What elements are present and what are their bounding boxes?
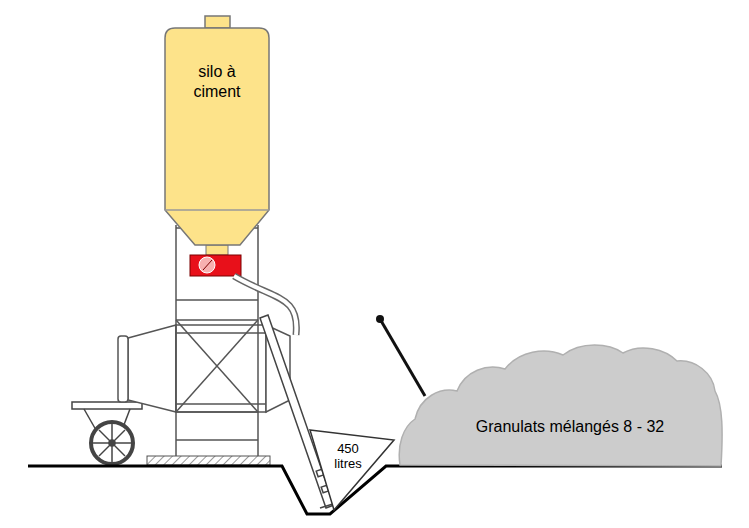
node-label: Granulats mélangés 8 - 32: [417, 417, 723, 437]
node-shape: [165, 28, 269, 245]
dosing-unit: [190, 255, 241, 276]
node-outline: [165, 16, 269, 246]
node-shape: [399, 345, 722, 466]
cart: [72, 402, 142, 464]
shovel: [376, 315, 425, 396]
aggregate-pile: Granulats mélangés 8 - 32: [395, 335, 723, 469]
ground-line: [28, 466, 722, 514]
node-shape: [165, 209, 269, 211]
dial-needle: [203, 260, 212, 270]
skip-hopper: 450 litres: [308, 426, 398, 514]
node-shape: [205, 16, 230, 28]
dosing-dial: [199, 257, 215, 273]
silo-outlet: [206, 245, 228, 255]
node-label: 450 litres: [328, 441, 368, 471]
silo: silo à ciment: [165, 16, 269, 246]
node-outline: [395, 335, 723, 469]
mixer-drum: [118, 325, 290, 412]
node-shape: [310, 430, 394, 510]
node-label: silo à ciment: [177, 62, 257, 102]
base-plate: [147, 456, 270, 465]
frame: [176, 225, 258, 456]
